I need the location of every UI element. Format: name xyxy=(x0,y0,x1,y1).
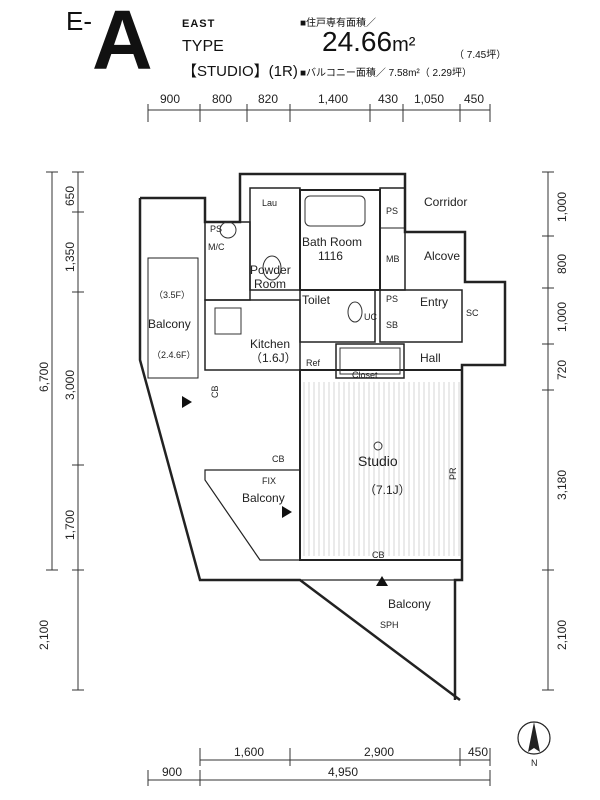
dim-right-5: 3,180 xyxy=(555,470,569,500)
dim-top-4: 1,400 xyxy=(318,92,348,106)
balcony-area-label: ■バルコニー面積／ 7.58m²（ 2.29坪） xyxy=(300,68,472,79)
dim-top-3: 820 xyxy=(258,92,278,106)
bathtub-icon xyxy=(304,195,366,227)
ac-unit-2: （2.4.6F） xyxy=(152,350,196,360)
room-ps-2: PS xyxy=(386,294,398,304)
uc-label: UC xyxy=(364,312,377,322)
layout-label: 【STUDIO】(1R) xyxy=(182,63,298,80)
private-area-label: ■住戸専有面積／ xyxy=(300,18,377,29)
left-dimension-line xyxy=(46,171,84,691)
dim-top-7: 450 xyxy=(464,92,484,106)
room-alcove: Alcove xyxy=(424,249,460,263)
pr-label: PR xyxy=(448,467,458,480)
laundry-icon xyxy=(219,221,237,239)
room-bath-size: 1116 xyxy=(318,249,343,263)
bottom-dimension-line xyxy=(147,748,491,786)
ac-unit-1: （3.5F） xyxy=(154,290,190,300)
room-sb: SB xyxy=(386,320,398,330)
north-compass-icon: N xyxy=(517,721,551,768)
arrow-icon xyxy=(282,506,292,518)
room-lau: Lau xyxy=(262,198,277,208)
room-mb: MB xyxy=(386,254,400,264)
dim-right-3: 1,000 xyxy=(555,302,569,332)
fix-window: FIX xyxy=(262,476,276,486)
left-dimension-labels: 650 1,350 6,700 3,000 1,700 2,100 xyxy=(37,186,77,650)
dim-top-6: 1,050 xyxy=(414,92,444,106)
dim-bottom-5: 4,950 xyxy=(328,765,358,779)
room-mc: M/C xyxy=(208,242,225,252)
private-area-tsubo: （ 7.45坪） xyxy=(454,50,507,61)
top-dimension-labels: 900 800 820 1,400 430 1,050 450 xyxy=(160,92,484,106)
room-powder: Powder xyxy=(250,263,291,277)
dim-top-5: 430 xyxy=(378,92,398,106)
cb-2: CB xyxy=(372,550,385,560)
plan-type-letter: A xyxy=(92,0,153,87)
fixtures xyxy=(214,195,401,451)
room-closet: Closet xyxy=(352,370,378,380)
dim-right-4: 720 xyxy=(555,360,569,380)
room-kitchen: Kitchen xyxy=(250,337,290,351)
room-sc: SC xyxy=(466,308,479,318)
sph-label: SPH xyxy=(380,620,399,630)
dim-left-1: 650 xyxy=(63,186,77,206)
dim-left-5: 1,700 xyxy=(63,510,77,540)
arrow-icon xyxy=(182,396,192,408)
dim-right-6: 2,100 xyxy=(555,620,569,650)
dim-top-2: 800 xyxy=(212,92,232,106)
dim-left-4: 3,000 xyxy=(63,370,77,400)
room-hall: Hall xyxy=(420,351,441,365)
room-studio: Studio xyxy=(358,453,398,469)
room-ps-1: PS xyxy=(386,206,398,216)
bottom-dimension-labels: 1,600 2,900 450 900 4,950 xyxy=(162,745,488,779)
room-toilet: Toilet xyxy=(302,293,331,307)
room-corridor: Corridor xyxy=(424,195,467,209)
cb-3: CB xyxy=(210,385,220,398)
dim-right-2: 800 xyxy=(555,254,569,274)
walls xyxy=(138,172,507,701)
dim-bottom-2: 2,900 xyxy=(364,745,394,759)
room-bath: Bath Room xyxy=(302,235,362,249)
dim-right-1: 1,000 xyxy=(555,192,569,222)
right-dimension-labels: 1,000 800 1,000 720 3,180 2,100 xyxy=(555,192,569,650)
room-studio-size: （7.1J） xyxy=(364,483,411,497)
right-dimension-line xyxy=(542,171,554,691)
dim-left-2: 1,350 xyxy=(63,242,77,272)
studio-floor-hatch xyxy=(303,382,460,556)
compass-label: N xyxy=(531,758,538,768)
type-label: TYPE xyxy=(182,38,224,55)
dim-bottom-1: 1,600 xyxy=(234,745,264,759)
washbasin-icon xyxy=(262,255,282,281)
room-entry: Entry xyxy=(420,295,448,309)
private-area-value: 24.66m² xyxy=(322,26,416,57)
room-balcony-mid: Balcony xyxy=(242,491,285,505)
orientation-label: EAST xyxy=(182,18,216,30)
plan-prefix: E- xyxy=(66,6,92,36)
dim-left-3: 6,700 xyxy=(37,362,51,392)
dim-bottom-3: 450 xyxy=(468,745,488,759)
room-balcony-left: Balcony xyxy=(148,317,191,331)
room-kitchen-size: （1.6J） xyxy=(250,351,297,365)
room-ref: Ref xyxy=(306,358,321,368)
cb-1: CB xyxy=(272,454,285,464)
room-labels: Corridor Alcove PS MB PS PS Lau M/C Bath… xyxy=(148,195,479,630)
room-balcony-bottom: Balcony xyxy=(388,597,431,611)
arrow-icon xyxy=(376,576,388,586)
dim-left-6: 2,100 xyxy=(37,620,51,650)
dim-top-1: 900 xyxy=(160,92,180,106)
sink-icon xyxy=(214,307,242,335)
entrance-arrows xyxy=(182,396,388,586)
room-powder-2: Room xyxy=(254,277,286,291)
dim-bottom-4: 900 xyxy=(162,765,182,779)
ceiling-light-icon xyxy=(373,441,383,451)
top-dimension-line xyxy=(147,104,491,122)
toilet-bowl-icon xyxy=(347,301,363,323)
closet-rail-icon xyxy=(339,347,401,375)
room-ps-3: PS xyxy=(210,224,222,234)
